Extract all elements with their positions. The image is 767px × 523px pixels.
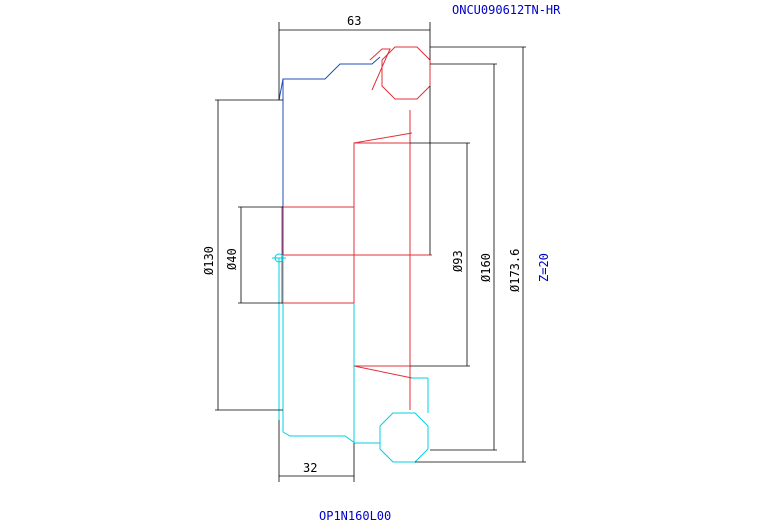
body-upper [278,56,381,255]
insert-top [381,46,431,100]
dimension-lines [215,22,526,482]
body-top-contour [278,56,381,101]
hub-chamfer-top [353,132,413,144]
dim-d93-label: Ø93 [451,250,465,272]
body-bottom-contour [282,431,378,444]
tool-code-label: OP1N160L00 [319,509,391,523]
hub-chamfer-bottom [353,365,413,379]
body-lower [272,253,429,463]
dim-d40-label: Ø40 [225,248,239,270]
section-red [281,46,432,410]
teeth-count-label: Z=20 [537,253,551,282]
insert-seat-top [369,48,391,91]
insert-bottom [379,412,429,463]
dim-d173-label: Ø173.6 [508,249,522,292]
dim-d130-label: Ø130 [202,246,216,275]
hub-top [353,110,411,207]
dim-32-label: 32 [303,461,317,475]
insert-code-label: ONCU090612TN-HR [452,3,561,17]
dim-63-label: 63 [347,14,361,28]
hub-bottom [353,303,411,410]
dim-d160-label: Ø160 [479,253,493,282]
